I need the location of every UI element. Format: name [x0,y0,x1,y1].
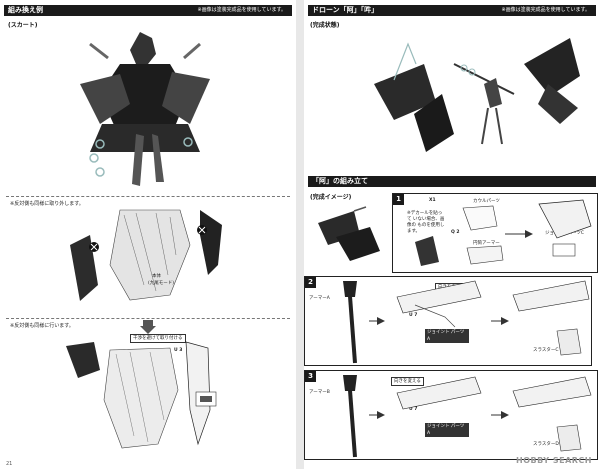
drone-a-image [318,206,380,261]
step-1-diagram [415,199,592,266]
step-2-joint: ジョイント パーツA [425,329,469,343]
image-label: (完成イメージ) [310,194,352,201]
figure-skirt-image [80,32,210,186]
label-honmaru-sub: (九尾モード) [148,281,175,286]
skirt-label: (スカート) [8,22,38,29]
left-header-note: ※画像は塗装完成品を使用しています。 [197,7,286,13]
divider-2 [6,318,290,319]
step-3-u: U 7 [409,407,418,412]
right-page: ドローン「阿」「吽」 ※画像は塗装完成品を使用しています。 (完成状態) 「阿」… [304,0,600,469]
step-1-arm: 円筒アーマー [473,241,500,246]
step-3-thruster: スラスターD [533,442,559,447]
label-honmaru: 本体 [152,274,161,279]
step-1-number: 1 [393,194,404,205]
divider-1 [6,196,290,197]
step-3-number: 3 [305,371,316,382]
watermark: HOBBY SEARCH [516,456,592,465]
step-2-armor: アーマーA [309,296,330,301]
instr-bottom: ※反対側も同様に行います。 [10,323,74,329]
assembly-header: 「阿」の組み立て [308,176,596,187]
step-1-cowl: カウルパーツ [473,199,500,204]
instr-top: ※反対側も同様に取り外します。 [10,201,84,207]
left-header-title: 組み換え例 [8,6,43,14]
skirt-removal-diagram [70,209,222,301]
u-part-label: U 3 [174,348,183,353]
right-header-note: ※画像は塗装完成品を使用しています。 [501,7,590,13]
step-3-armor: アーマーB [309,390,330,395]
step-3-orient: 向きを変える [391,377,424,386]
callout-interference: 干渉を避けて取り付ける [130,334,186,343]
drone-complete-image [374,38,580,152]
left-page: 組み換え例 ※画像は塗装完成品を使用しています。 (スカート) ※反対側も同様に… [0,0,296,469]
step-2-thruster: スラスターC [533,348,559,353]
right-header: ドローン「阿」「吽」 [308,5,596,16]
step-1-frame: 1 X1 ※デカールを貼って いない場合、画像の ものを使用します。 カウルパー… [392,193,598,273]
step-1-x1: X1 [429,198,436,203]
left-page-number: 21 [6,461,13,467]
complete-label: (完成状態) [310,22,340,29]
step-2-diagram [343,280,590,364]
left-header: 組み換え例 [4,5,292,16]
step-3-frame: 3 アーマーB 向きを変える U 7 ジョイント パーツA スラスターD [304,370,598,460]
assembly-header-title: 「阿」の組み立て [312,177,368,185]
step-3-joint: ジョイント パーツA [425,423,469,437]
step-2-number: 2 [305,277,316,288]
arrow-down [140,320,156,334]
step-1-decal-note: ※デカールを貼って いない場合、画像の ものを使用します。 [407,211,445,234]
right-header-title: ドローン「阿」「吽」 [312,6,379,14]
step-1-q: Q 2 [451,230,460,235]
step-3-diagram [343,375,592,458]
skirt-attach-diagram [66,341,217,449]
step-2-u: U 7 [409,313,418,318]
step-2-frame: 2 アーマーA 向きを変える U 7 ジョイント パーツA スラスターC [304,276,592,366]
page-gutter [296,0,304,469]
